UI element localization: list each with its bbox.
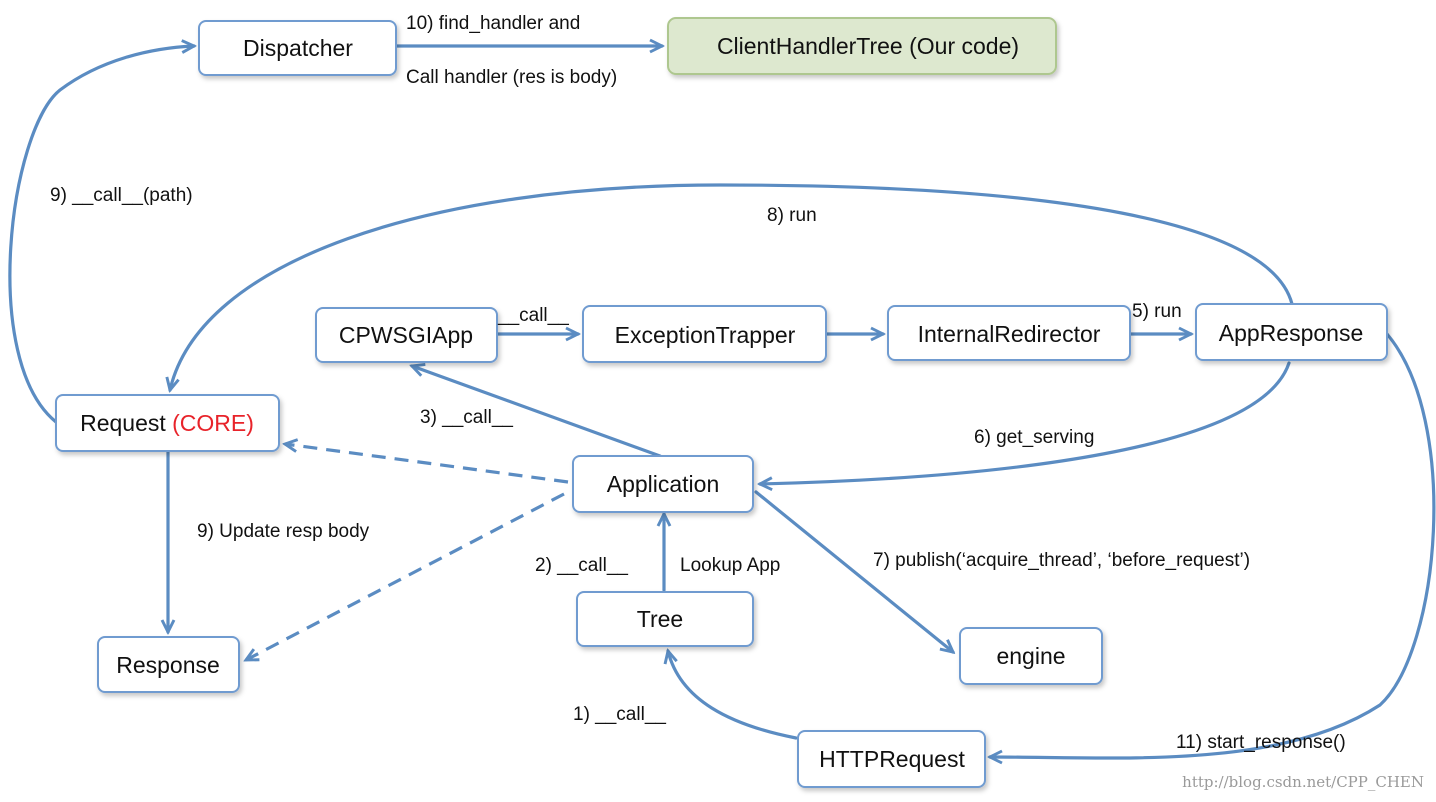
node-cpwsgiapp: CPWSGIApp — [315, 307, 498, 363]
label-call-3: 3) __call__ — [420, 407, 513, 428]
request-core-tag: (CORE) — [172, 410, 254, 436]
node-application: Application — [572, 455, 754, 513]
label-run-5: 5) run — [1132, 301, 1182, 322]
node-exception-trapper-label: ExceptionTrapper — [615, 322, 796, 348]
node-internal-redirector: InternalRedirector — [887, 305, 1131, 361]
label-publish: 7) publish(‘acquire_thread’, ‘before_req… — [873, 550, 1250, 571]
node-application-label: Application — [607, 471, 720, 497]
label-call-cp: __call__ — [497, 305, 569, 326]
node-tree: Tree — [576, 591, 754, 647]
label-run-8: 8) run — [767, 205, 817, 226]
node-exception-trapper: ExceptionTrapper — [582, 305, 827, 363]
label-find-handler-2: Call handler (res is body) — [406, 67, 617, 88]
node-client-handler-tree-label: ClientHandlerTree (Our code) — [717, 33, 1019, 59]
node-tree-label: Tree — [637, 606, 683, 632]
label-find-handler-1: 10) find_handler and — [406, 13, 580, 34]
node-cpwsgiapp-label: CPWSGIApp — [339, 322, 473, 348]
node-client-handler-tree: ClientHandlerTree (Our code) — [667, 17, 1057, 75]
node-engine-label: engine — [996, 643, 1065, 669]
label-update-resp: 9) Update resp body — [197, 521, 370, 542]
node-http-request: HTTPRequest — [797, 730, 986, 788]
label-call-path: 9) __call__(path) — [50, 185, 193, 206]
node-internal-redirector-label: InternalRedirector — [918, 321, 1101, 347]
edge-publish — [754, 490, 953, 652]
label-start-response: 11) start_response() — [1176, 732, 1346, 753]
node-http-request-label: HTTPRequest — [819, 746, 965, 772]
node-response-label: Response — [116, 652, 220, 678]
watermark: http://blog.csdn.net/CPP_CHEN — [1182, 773, 1424, 791]
node-app-response: AppResponse — [1195, 303, 1388, 361]
label-call-2: 2) __call__ — [535, 555, 628, 576]
node-response: Response — [97, 636, 240, 693]
node-request-label: Request (CORE) — [80, 410, 254, 436]
edge-get-serving — [760, 361, 1291, 484]
node-dispatcher: Dispatcher — [198, 20, 397, 76]
label-get-serving: 6) get_serving — [974, 427, 1094, 448]
edge-call-3 — [412, 366, 662, 458]
node-app-response-label: AppResponse — [1219, 320, 1364, 346]
edge-call-1 — [668, 651, 798, 740]
edge-dashed-app-response — [246, 492, 565, 660]
label-lookup-app: Lookup App — [680, 555, 780, 576]
node-engine: engine — [959, 627, 1103, 685]
node-request: Request (CORE) — [55, 394, 280, 452]
request-name: Request — [80, 410, 166, 436]
edge-dashed-app-request — [285, 444, 569, 484]
node-dispatcher-label: Dispatcher — [243, 35, 353, 61]
label-call-1: 1) __call__ — [573, 704, 666, 725]
edge-start-response — [990, 332, 1436, 758]
edge-call-path — [8, 46, 194, 424]
edge-run-8 — [170, 183, 1294, 390]
